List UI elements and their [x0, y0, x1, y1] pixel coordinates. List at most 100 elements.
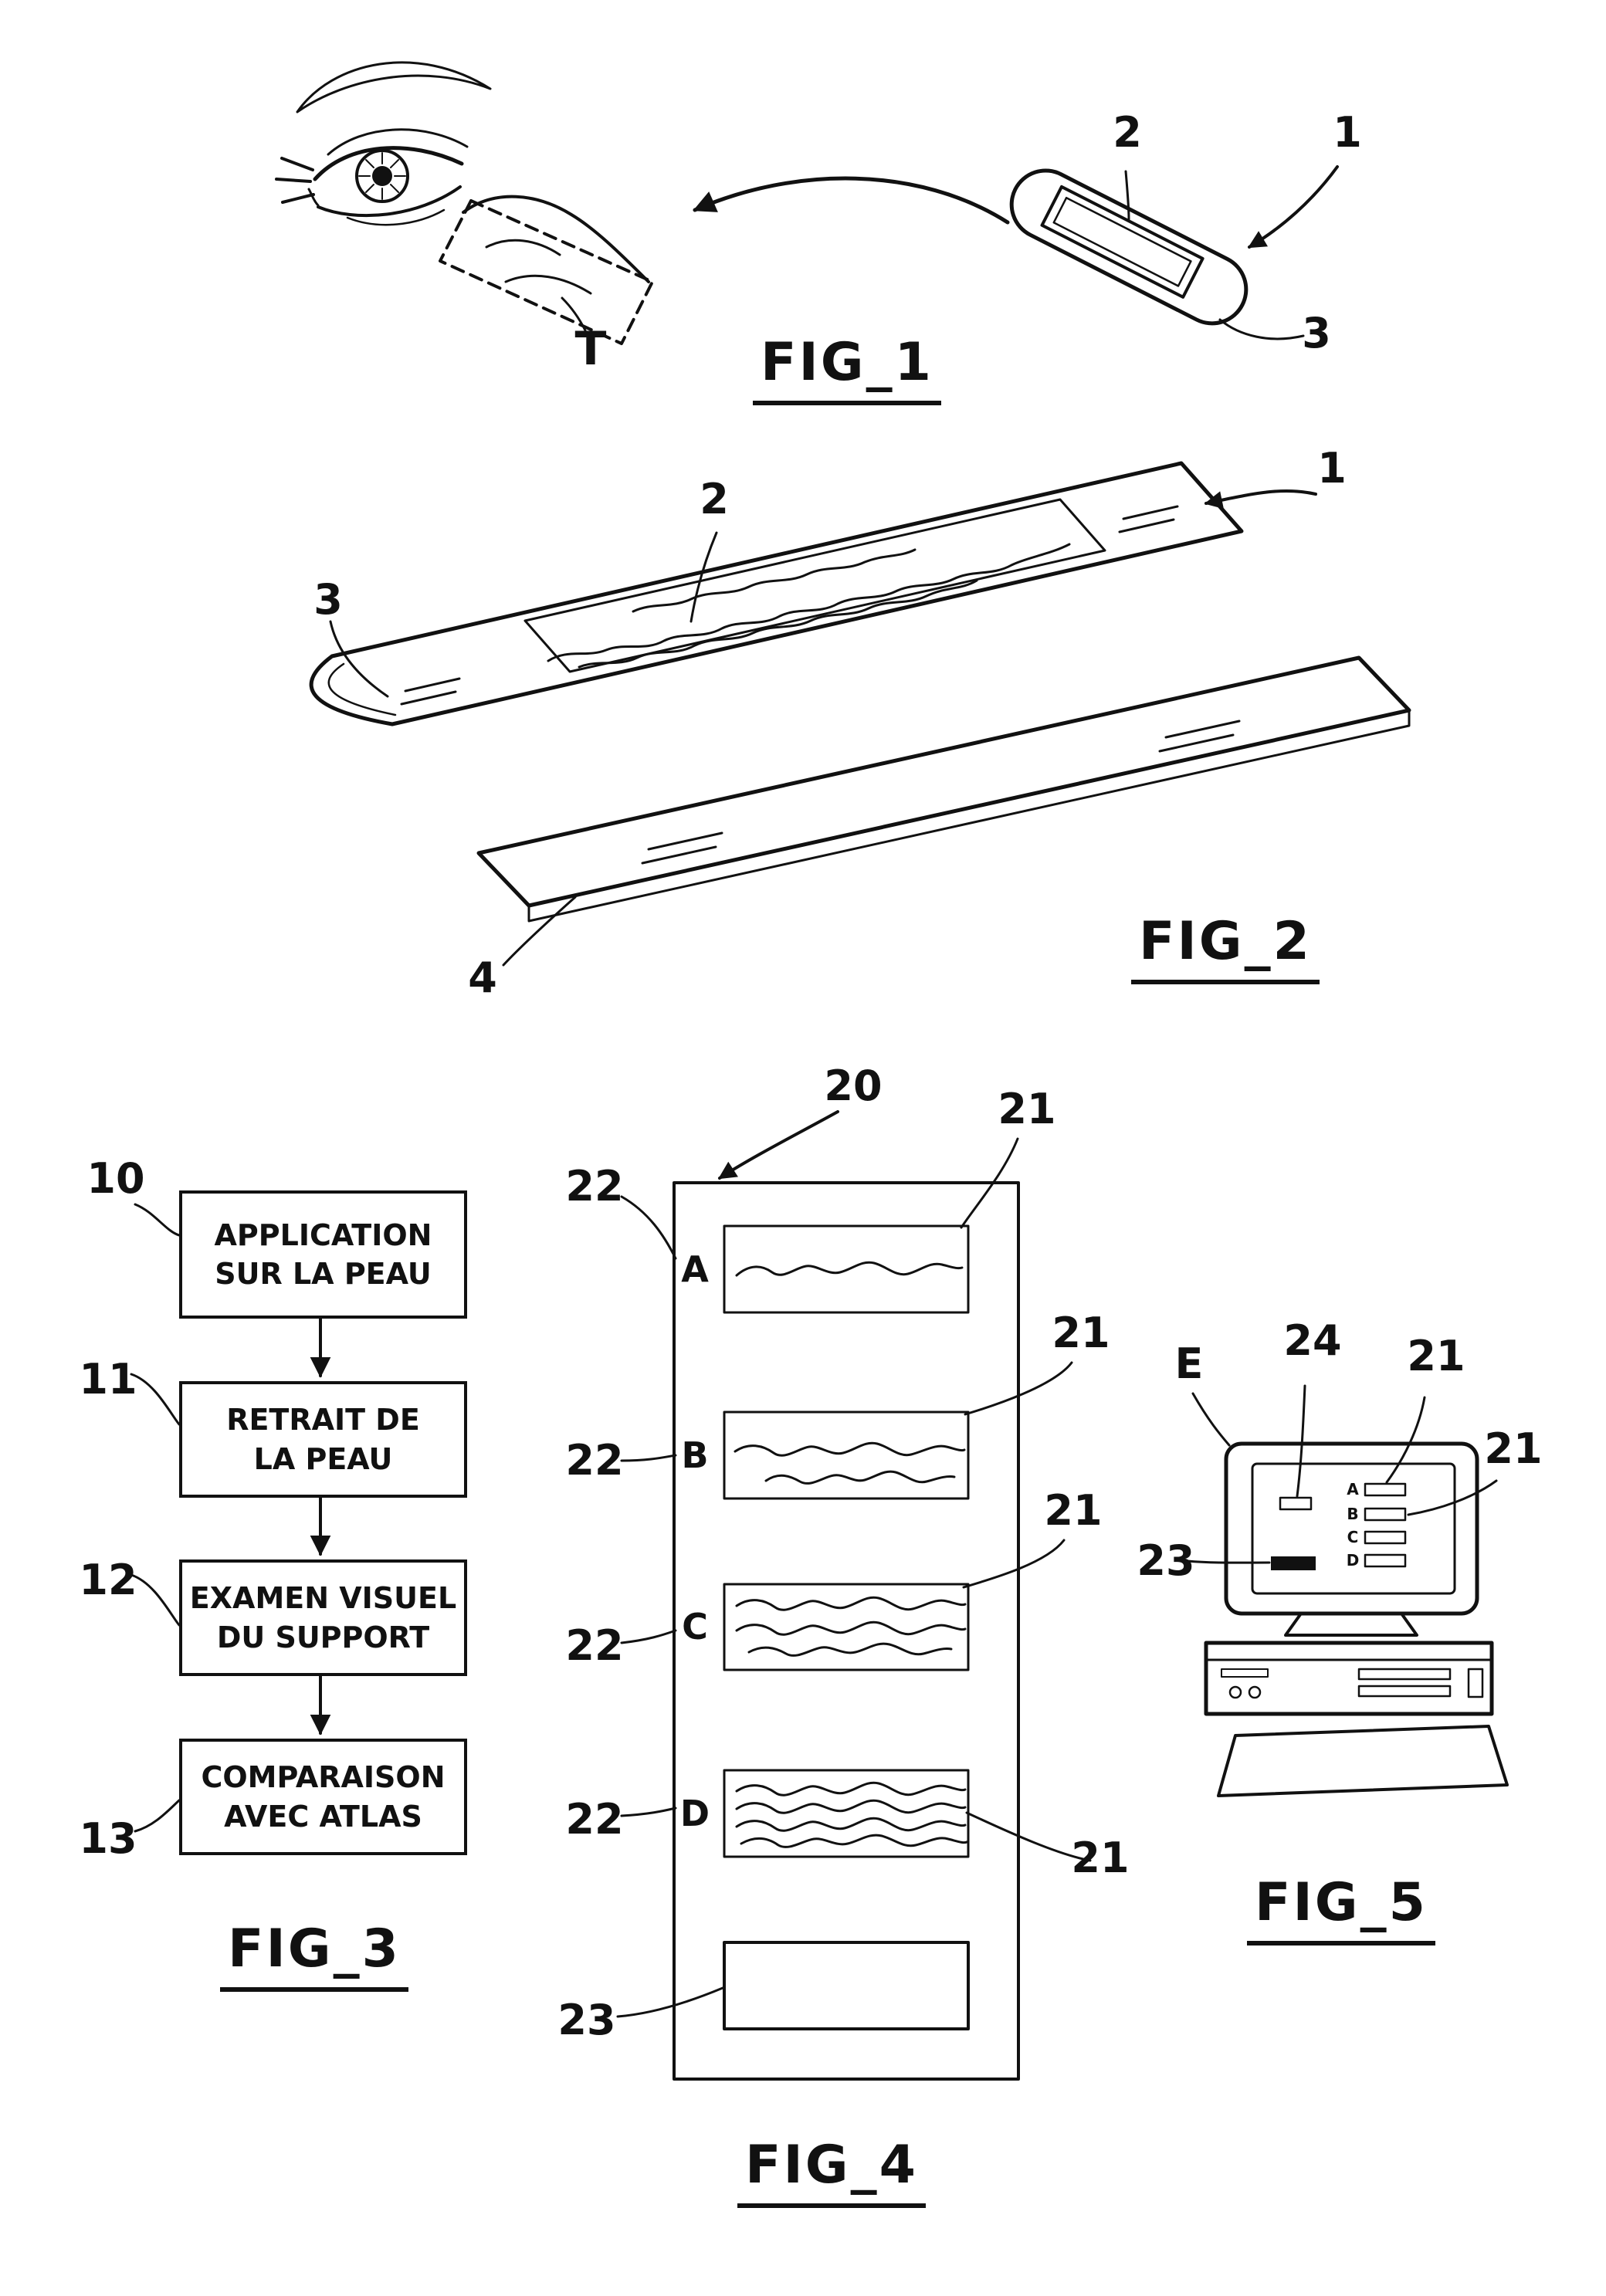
arrow-ref-1: [1247, 165, 1339, 249]
fig4-ref-22-d: 22: [565, 1795, 624, 1844]
fig4-ref-21-c: 21: [1044, 1486, 1103, 1535]
leader-ref-22a: [620, 1195, 677, 1260]
leader-ref-10: [134, 1203, 181, 1237]
fig2-ref-4: 4: [468, 953, 497, 1002]
atlas-strip-d: [723, 1769, 970, 1858]
leader-ref-21b: [964, 1361, 1073, 1416]
fig1-ref-2: 2: [1113, 108, 1142, 157]
leader-ref-21c: [962, 1539, 1066, 1589]
floppy-slot: [1357, 1668, 1452, 1681]
leader-ref-22d: [620, 1807, 677, 1817]
flow-step-text: LA PEAU: [253, 1441, 393, 1476]
screen-letter-d: D: [1347, 1551, 1360, 1570]
fig3-ref-11: 11: [79, 1355, 137, 1404]
fig2-caption: FIG_2: [1131, 911, 1320, 984]
iris-rays: [358, 152, 406, 200]
pupil: [372, 166, 392, 186]
fig5-ref-21-a: 21: [1407, 1332, 1465, 1380]
panel-letter-c: C: [682, 1606, 708, 1647]
fig4-ref-22-c: 22: [565, 1621, 624, 1670]
leader-ref-11: [130, 1373, 181, 1426]
screen: [1251, 1462, 1456, 1595]
flow-step-text: RETRAIT DE: [226, 1403, 420, 1438]
cover-slide: [476, 655, 1411, 923]
eye-sketch: [275, 61, 492, 226]
fig1-ref-1: 1: [1333, 108, 1362, 157]
fig1-ref-3: 3: [1302, 309, 1331, 357]
leader-ref-t: [561, 296, 587, 332]
fig3-ref-10: 10: [86, 1154, 145, 1203]
fig4-ref-22-a: 22: [565, 1162, 624, 1211]
leader-ref-3: [329, 620, 389, 698]
fig5-ref-24: 24: [1283, 1316, 1342, 1365]
screen-item-23: [1271, 1556, 1316, 1570]
fig2-ref-2: 2: [700, 475, 729, 523]
screen-letter-b: B: [1347, 1505, 1358, 1523]
collected-sample-area: [523, 498, 1106, 673]
leader-ref-2: [689, 531, 718, 623]
motion-arrow: [693, 176, 1010, 225]
fig4-ref-21-a: 21: [998, 1085, 1056, 1133]
leader-ref-21b: [1407, 1479, 1498, 1516]
floppy-slot: [1357, 1685, 1452, 1698]
leader-ref-24: [1296, 1384, 1306, 1498]
fig1-ref-t: T: [574, 322, 607, 376]
atlas-strip-b: [723, 1410, 970, 1500]
fig5-ref-e: E: [1174, 1339, 1204, 1388]
eyelashes: [275, 157, 315, 204]
arrow-ref-20: [718, 1110, 839, 1180]
leader-ref-23: [1186, 1559, 1271, 1564]
device-window: [1040, 185, 1204, 299]
panel-letter-a: A: [681, 1248, 709, 1290]
leader-ref-23: [616, 1986, 724, 2018]
test-strip-device: [1009, 168, 1249, 326]
fig2-ref-1: 1: [1317, 444, 1347, 493]
panel-letter-d: D: [680, 1793, 710, 1834]
flow-step-comparaison: COMPARAISON AVEC ATLAS: [179, 1739, 467, 1855]
shine-marks: [641, 720, 1241, 865]
flow-step-text: DU SUPPORT: [216, 1620, 430, 1654]
flow-step-text: APPLICATION: [214, 1217, 432, 1252]
sampling-strip: [309, 461, 1244, 726]
flow-step-text: SUR LA PEAU: [215, 1257, 432, 1291]
applied-strip-on-skin: [439, 195, 654, 345]
fig4-drawing: A B C D: [616, 1110, 1092, 2081]
screen-item-24: [1279, 1496, 1313, 1511]
saturated-strip: [723, 1941, 970, 2030]
leader-ref-21a: [1385, 1396, 1426, 1484]
fig4-ref-20: 20: [824, 1062, 883, 1110]
monitor-stand: [1284, 1612, 1418, 1637]
leader-ref-22c: [620, 1629, 677, 1644]
fig4-ref-23: 23: [557, 1996, 616, 2044]
power-button: [1467, 1668, 1484, 1698]
fig3-ref-13: 13: [79, 1814, 137, 1863]
leader-ref-21a: [960, 1137, 1019, 1229]
leader-ref-2: [1124, 170, 1130, 221]
monitor: A B C D: [1224, 1441, 1479, 1637]
fig1-caption: FIG_1: [753, 332, 941, 405]
fig5-caption: FIG_5: [1247, 1872, 1435, 1946]
leader-ref-3: [1218, 318, 1305, 340]
fig3-caption: FIG_3: [220, 1918, 408, 1992]
atlas-strip-a: [723, 1224, 970, 1314]
fig3-connectors: [130, 1203, 331, 1833]
atlas-strip-c: [723, 1583, 970, 1671]
leader-ref-e: [1191, 1392, 1231, 1447]
flow-step-retrait: RETRAIT DE LA PEAU: [179, 1381, 467, 1498]
fig2-ref-3: 3: [313, 575, 343, 624]
leader-ref-13: [134, 1799, 181, 1833]
fig5-ref-23: 23: [1137, 1536, 1195, 1585]
fig4-ref-21-d: 21: [1071, 1834, 1130, 1882]
keyboard: [1217, 1725, 1509, 1797]
computer-case: [1204, 1641, 1494, 1716]
screen-letter-a: A: [1347, 1480, 1359, 1498]
leader-ref-21d: [965, 1811, 1092, 1862]
leader-ref-4: [502, 896, 577, 967]
fig5-ref-21-b: 21: [1484, 1424, 1543, 1473]
fig4-caption: FIG_4: [737, 2135, 926, 2208]
fig3-ref-12: 12: [79, 1556, 137, 1604]
case-vent: [1221, 1668, 1269, 1678]
fig4-ref-22-b: 22: [565, 1436, 624, 1485]
case-led: [1248, 1685, 1262, 1699]
